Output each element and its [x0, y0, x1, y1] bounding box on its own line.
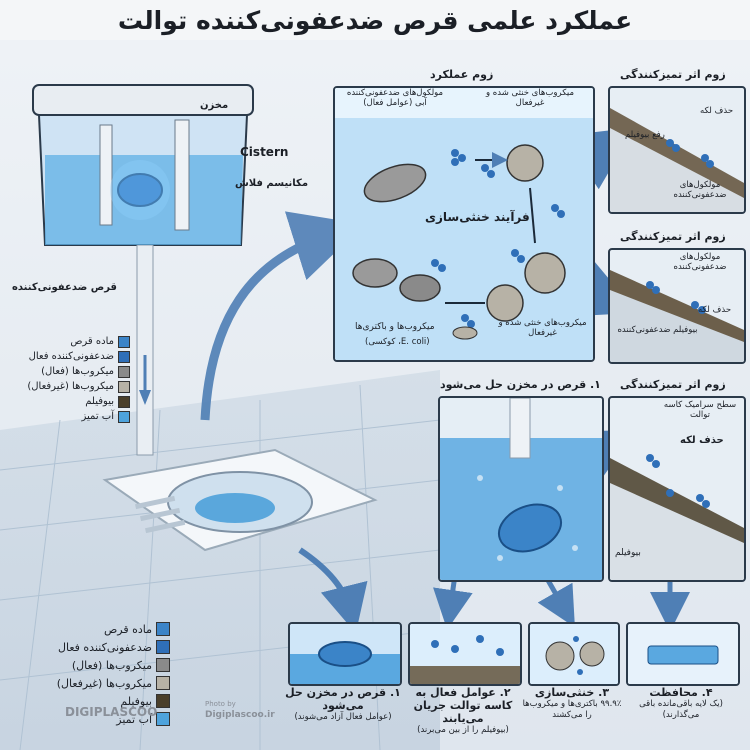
- label-molecules-1: مولکول‌های ضدعفونی‌کننده: [673, 180, 727, 200]
- label-neutralized-germs: میکروب‌های خنثی شده و غیرفعال: [485, 88, 575, 108]
- step-2-title: ۲. عوامل فعال به کاسه توالت جریان می‌یاب…: [413, 686, 513, 725]
- clean-zoom-2-art: [610, 270, 744, 362]
- dissolve-panel-title: ۱. قرص در مخزن حل می‌شود: [440, 378, 601, 391]
- label-ecoli: (E. coli، کوکسی): [365, 337, 430, 347]
- step-1-sub: (عوامل فعال آزاد می‌شوند): [294, 712, 392, 722]
- clean-zoom-2: [608, 248, 746, 364]
- step-2: ۲. عوامل فعال به کاسه توالت جریان می‌یاب…: [400, 686, 526, 736]
- label-biofilm-3: بیوفیلم: [615, 548, 641, 558]
- step-3-panel: [528, 622, 620, 686]
- clean-zoom-1-art: [610, 108, 744, 212]
- legend-swatch: [118, 350, 130, 363]
- clean-zoom-3-title: زوم اثر تمیزکنندگی: [620, 378, 726, 391]
- legend-item: ماده قرص: [20, 334, 130, 349]
- legend-top: ماده قرص ضدعفونی‌کننده فعال میکروب‌ها (ف…: [20, 334, 130, 424]
- legend-swatch: [156, 676, 170, 690]
- step-3-title: ۳. خنثی‌سازی: [534, 686, 610, 699]
- step-1-panel: [288, 622, 402, 686]
- legend-item: ضدعفونی‌کننده فعال: [20, 638, 170, 656]
- page-title: عملکرد علمی قرص ضدعفونی‌کننده توالت: [117, 6, 633, 35]
- step-2-art: [410, 624, 520, 684]
- clean-zoom-3-art: [610, 454, 744, 580]
- label-flush: مکانیسم فلاش: [235, 178, 309, 189]
- step-4-title: ۴. محافظت: [649, 686, 713, 699]
- step-3-art: [530, 624, 618, 684]
- step-1-title: ۱. قرص در مخزن حل می‌شود: [285, 686, 401, 712]
- legend-swatch: [156, 712, 170, 726]
- label-remove-stain-3: حذف لکه: [680, 435, 724, 446]
- step-2-panel: [408, 622, 522, 686]
- cistern-illustration: [32, 84, 254, 246]
- label-molecules-2: مولکول‌های ضدعفونی‌کننده: [673, 252, 727, 272]
- legend-swatch: [118, 335, 130, 348]
- label-neutralized-germs-2: میکروب‌های خنثی شده و غیرفعال: [498, 318, 587, 338]
- step-4: ۴. محافظت (یک لایه باقی‌مانده باقی می‌گذ…: [620, 686, 742, 721]
- watermark-site: Digiplascoo.ir: [205, 710, 275, 720]
- zoom-panel-title: زوم عملکرد: [430, 68, 494, 81]
- step-2-sub: (بیوفیلم را از بین می‌برند): [417, 725, 509, 735]
- legend-item: میکروب‌ها (غیرفعال): [20, 379, 130, 394]
- legend-swatch: [118, 365, 130, 378]
- pipe-illustration: [136, 245, 154, 456]
- legend-item: بیوفیلم: [20, 692, 170, 710]
- clean-zoom-1: [608, 86, 746, 214]
- legend-item: ضدعفونی‌کننده فعال: [20, 349, 130, 364]
- legend-bottom: ماده قرص ضدعفونی‌کننده فعال میکروب‌ها (ف…: [20, 620, 170, 728]
- step-3: ۳. خنثی‌سازی ۹۹.۹٪ باکتری‌ها و میکروب‌ها…: [522, 686, 622, 721]
- step-4-panel: [626, 622, 740, 686]
- legend-swatch: [118, 395, 130, 408]
- clean-zoom-3: [608, 396, 746, 582]
- legend-swatch: [156, 658, 170, 672]
- step-4-art: [628, 624, 738, 684]
- step-4-sub: (یک لایه باقی‌مانده باقی می‌گذارند): [639, 699, 723, 720]
- label-remove-stain-1: حذف لکه: [700, 106, 734, 116]
- label-biofilm-2: بیوفیلم ضدعفونی‌کننده: [617, 325, 698, 335]
- watermark-brand: DIGIPLASCOO: [65, 705, 158, 719]
- legend-item: بیوفیلم: [20, 394, 130, 409]
- legend-swatch: [156, 694, 170, 708]
- neutralized-bacteria-icon: [452, 144, 566, 340]
- legend-item: آب تمیز: [20, 710, 170, 728]
- label-tablet: قرص ضدعفونی‌کننده: [12, 282, 117, 293]
- clean-zoom-2-title: زوم اثر تمیزکنندگی: [620, 230, 726, 243]
- step-1: ۱. قرص در مخزن حل می‌شود (عوامل فعال آزا…: [283, 686, 403, 723]
- label-remove-stain-2: حذف لکه: [698, 305, 732, 315]
- legend-swatch: [156, 640, 170, 654]
- label-germs-bacteria: میکروب‌ها و باکتری‌ها: [355, 322, 435, 332]
- label-disinfectant-molecules: مولکول‌های ضدعفونی‌کننده آبی (عوامل فعال…: [346, 88, 444, 108]
- active-bacteria-icon: [352, 163, 441, 302]
- label-surface: سطح سرامیک کاسه توالت: [663, 400, 737, 420]
- step-3-sub: ۹۹.۹٪ باکتری‌ها و میکروب‌ها را می‌کشند: [522, 699, 622, 720]
- legend-swatch: [156, 622, 170, 636]
- label-process: فرآیند خنثی‌سازی: [425, 210, 530, 224]
- label-cistern: Cistern: [240, 145, 289, 159]
- tablet-icon: [498, 503, 562, 553]
- legend-item: ماده قرص: [20, 620, 170, 638]
- legend-swatch: [118, 380, 130, 393]
- zoom-panel-art: [335, 88, 593, 360]
- dissolve-panel-art: [440, 398, 602, 580]
- legend-item: میکروب‌ها (غیرفعال): [20, 674, 170, 692]
- tablet-icon: [318, 641, 372, 667]
- label-remove-biofilm: رفع بیوفیلم: [625, 130, 665, 140]
- zoom-panel: [333, 86, 595, 362]
- dissolve-panel: [438, 396, 604, 582]
- legend-swatch: [118, 410, 130, 423]
- label-reservoir: مخزن: [200, 100, 229, 111]
- legend-item: میکروب‌ها (فعال): [20, 364, 130, 379]
- tablet-icon: [117, 173, 163, 207]
- squat-toilet-illustration: [102, 448, 378, 552]
- clean-zoom-1-title: زوم اثر تمیزکنندگی: [620, 68, 726, 81]
- step-1-art: [290, 624, 400, 684]
- legend-item: آب تمیز: [20, 409, 130, 424]
- watermark-photo-by: Photo by: [205, 700, 236, 708]
- legend-item: میکروب‌ها (فعال): [20, 656, 170, 674]
